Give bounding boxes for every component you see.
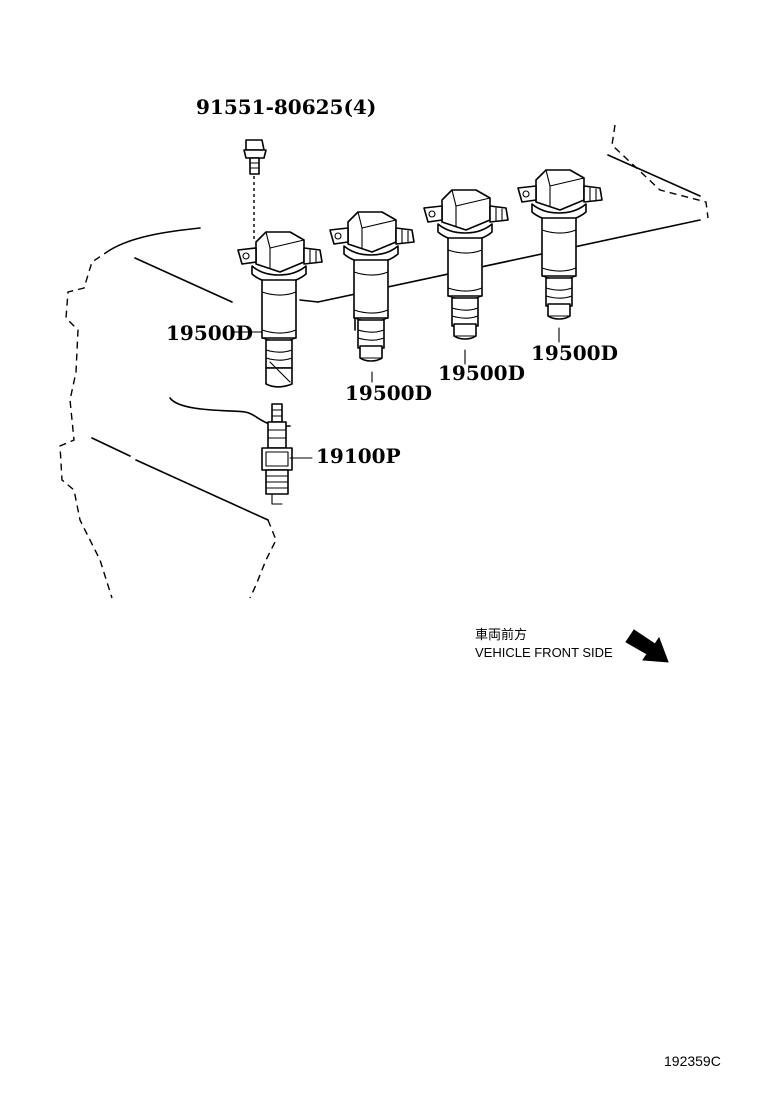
- spark-plug: [261, 403, 293, 505]
- spark-plug-part-number: 19100P: [316, 444, 401, 468]
- vehicle-front-note-english: VEHICLE FRONT SIDE: [475, 645, 613, 660]
- ignition-coil-1: [237, 231, 323, 388]
- mounting-bolt: [243, 139, 267, 242]
- vehicle-front-note-japanese: 車両前方: [475, 627, 527, 642]
- leader-lines: [232, 327, 560, 459]
- ignition-coil-2: [329, 211, 415, 362]
- engine-head-outline: [59, 124, 709, 599]
- coil-1-part-number: 19500D: [166, 321, 253, 345]
- coil-2-part-number: 19500D: [345, 381, 432, 405]
- figure-code: 192359C: [664, 1053, 721, 1069]
- vehicle-front-arrow-icon: [625, 629, 669, 663]
- coil-3-part-number: 19500D: [438, 361, 525, 385]
- coil-4-part-number: 19500D: [531, 341, 618, 365]
- bolt-part-number: 91551-80625(4): [196, 95, 376, 119]
